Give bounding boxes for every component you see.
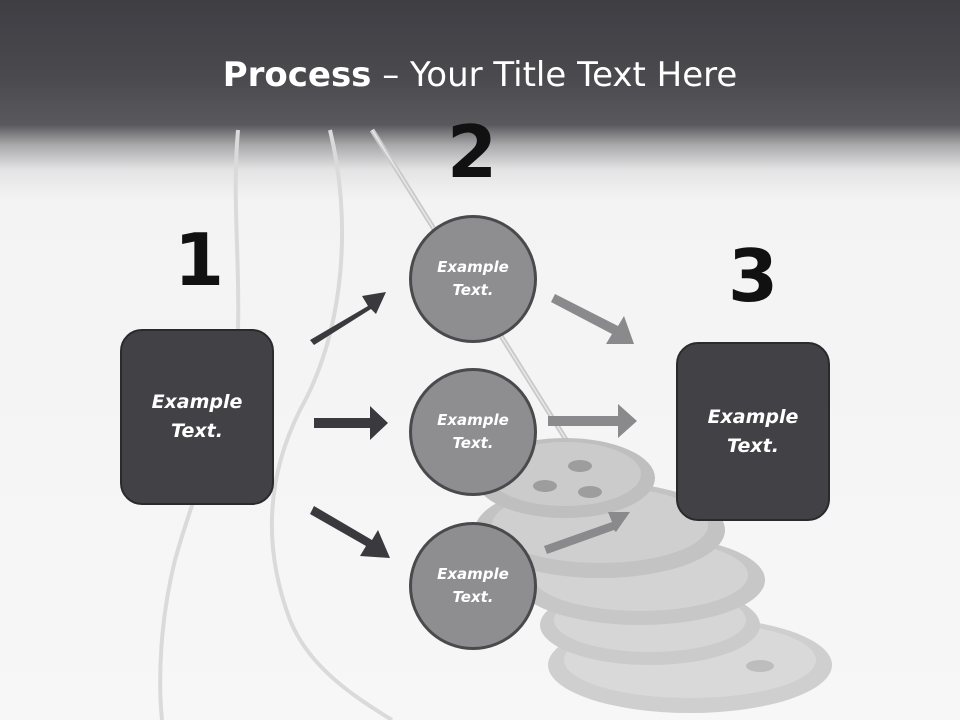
step-number-2: 2 [446, 110, 498, 194]
slide-title: Process – Your Title Text Here [0, 52, 960, 98]
circle-3-text-line1: Example [437, 565, 509, 583]
arrow-circle3-to-box3 [544, 512, 630, 554]
arrow-circle2-to-box3 [548, 404, 637, 438]
circle-1-text-line2: Text. [452, 281, 494, 299]
arrow-box1-to-circle2 [314, 406, 388, 440]
circle-2-text-line1: Example [437, 411, 509, 429]
step-number-3: 3 [727, 234, 779, 318]
step-3-text-line2: Text. [727, 434, 779, 457]
step-2-circle-1: Example Text. [409, 215, 537, 343]
title-bold: Process [222, 55, 372, 95]
circle-1-text-line1: Example [437, 258, 509, 276]
arrow-box1-to-circle3 [310, 506, 390, 558]
step-2-circle-3: Example Text. [409, 522, 537, 650]
circle-3-text-line2: Text. [452, 588, 494, 606]
step-1-text-line2: Text. [171, 420, 223, 442]
step-1-box: Example Text. [120, 329, 274, 505]
step-2-circle-2: Example Text. [409, 368, 537, 496]
arrow-circle1-to-box3 [551, 294, 634, 344]
step-3-box: Example Text. [676, 342, 830, 521]
step-1-text-line1: Example [151, 391, 243, 413]
step-3-text-line1: Example [707, 405, 799, 428]
arrow-box1-to-circle1 [310, 292, 386, 345]
step-number-1: 1 [173, 218, 225, 302]
circle-2-text-line2: Text. [452, 434, 494, 452]
title-rest: – Your Title Text Here [371, 55, 738, 95]
